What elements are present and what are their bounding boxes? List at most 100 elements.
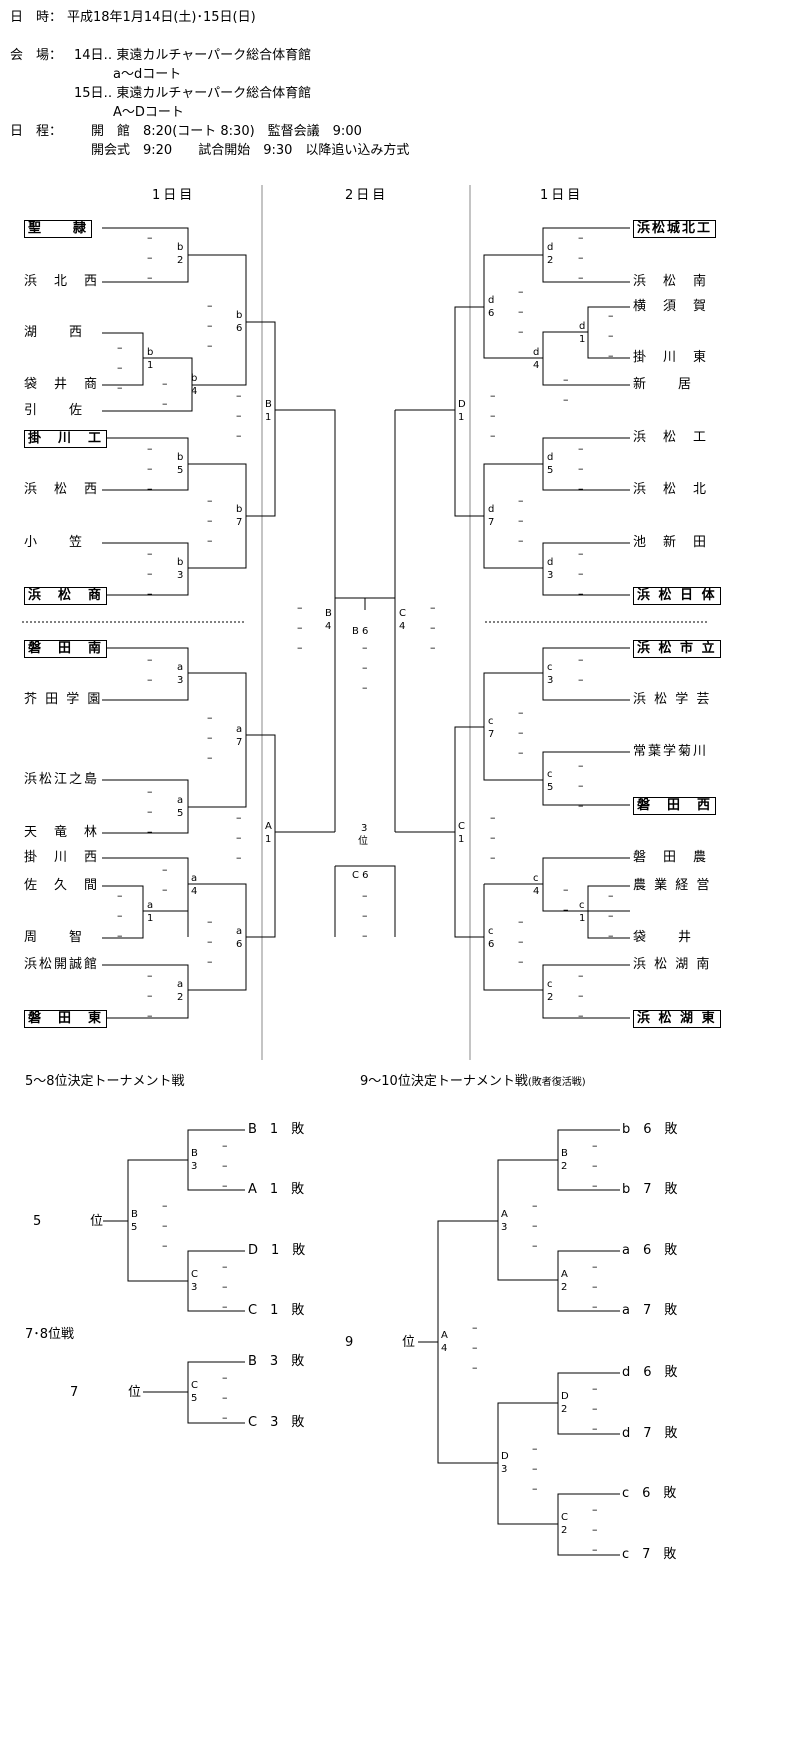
right-team: 浜 松 日 体	[633, 587, 721, 605]
seed-dash: –	[236, 851, 242, 864]
right-team: 浜 松 湖 南	[633, 957, 712, 972]
entry-9-10: c 7 敗	[622, 1547, 677, 1562]
entry-9-10: d 7 敗	[622, 1426, 678, 1441]
match-letter: B	[131, 1209, 138, 1220]
seed-dash: –	[592, 1260, 598, 1273]
seed-dash: –	[236, 831, 242, 844]
seed-dash: –	[207, 711, 213, 724]
seed-dash: –	[490, 831, 496, 844]
seed-dash: –	[236, 429, 242, 442]
seed-dash: –	[430, 641, 436, 654]
seed-dash: –	[362, 889, 368, 902]
seed-dash: –	[147, 547, 153, 560]
right-team: 池 新 田	[633, 535, 709, 550]
match-letter: d	[488, 504, 495, 515]
seed-dash: –	[207, 534, 213, 547]
fifth-place-number: 5	[33, 1214, 42, 1229]
left-team: 袋 井 商	[24, 377, 100, 392]
entry-9-10: a 6 敗	[622, 1243, 678, 1258]
seed-dash: –	[578, 779, 584, 792]
seed-dash: –	[518, 285, 524, 298]
seed-dash: –	[608, 309, 614, 322]
seed-dash: –	[608, 889, 614, 902]
seed-dash: –	[162, 1219, 168, 1232]
match-number: 4	[441, 1343, 448, 1354]
seed-dash: –	[117, 341, 123, 354]
seed-dash: –	[362, 661, 368, 674]
seed-dash: –	[578, 759, 584, 772]
seed-dash: –	[147, 587, 153, 600]
seed-dash: –	[207, 494, 213, 507]
match-letter: c	[488, 716, 494, 727]
match-letter: A	[561, 1269, 568, 1280]
seed-dash: –	[147, 567, 153, 580]
entry-9-10: b 6 敗	[622, 1122, 678, 1137]
match-letter: c	[579, 900, 585, 911]
seed-dash: –	[532, 1219, 538, 1232]
left-team: 小 笠	[24, 535, 85, 550]
match-letter: b	[236, 504, 243, 515]
right-team: 磐 田 農	[633, 850, 709, 865]
seed-dash: –	[490, 409, 496, 422]
seed-dash: –	[563, 883, 569, 896]
match-letter: B	[325, 608, 332, 619]
seed-dash: –	[578, 693, 584, 706]
seed-dash: –	[592, 1503, 598, 1516]
match-letter: C	[458, 821, 465, 832]
seed-dash: –	[578, 251, 584, 264]
match-letter: b	[236, 310, 243, 321]
seed-dash: –	[490, 811, 496, 824]
seed-dash: –	[430, 601, 436, 614]
seventh-place-label: 位	[128, 1385, 142, 1400]
match-letter: C	[561, 1512, 568, 1523]
match-letter: a	[177, 795, 184, 806]
match-number: 1	[147, 360, 154, 371]
seed-dash: –	[362, 681, 368, 694]
left-team: 浜松江之島	[24, 772, 100, 787]
seed-dash: –	[608, 349, 614, 362]
fifth-place-label: 位	[90, 1214, 104, 1229]
seed-dash: –	[207, 955, 213, 968]
left-team: 聖 隷	[24, 220, 93, 238]
ninth-place-number: 9	[345, 1335, 354, 1350]
match-letter: B	[265, 399, 272, 410]
seed-dash: –	[117, 929, 123, 942]
schedule-line-2: 開会式 9:20 試合開始 9:30 以降追い込み方式	[91, 143, 410, 158]
left-team: 芥 田 学 園	[24, 692, 103, 707]
seed-dash: –	[518, 305, 524, 318]
seed-dash: –	[362, 641, 368, 654]
seed-dash: –	[518, 955, 524, 968]
right-team: 袋 井	[633, 930, 694, 945]
left-team: 佐 久 間	[24, 878, 100, 893]
match-number: 7	[488, 517, 495, 528]
schedule-line-1: 開 館 8:20(コート 8:30) 監督会議 9:00	[91, 124, 362, 139]
seed-dash: –	[490, 429, 496, 442]
seed-dash: –	[472, 1361, 478, 1374]
venue-label: 会 場：	[10, 48, 63, 63]
seed-dash: –	[147, 1009, 153, 1022]
seed-dash: –	[578, 799, 584, 812]
seed-dash: –	[222, 1411, 228, 1424]
entry-5-8: D 1 敗	[248, 1243, 306, 1258]
left-team: 掛 川 工	[24, 430, 108, 448]
seed-dash: –	[207, 319, 213, 332]
seed-dash: –	[147, 231, 153, 244]
match-number: 1	[579, 334, 586, 345]
match-letter: b	[177, 557, 184, 568]
seed-dash: –	[162, 883, 168, 896]
match-number: 4	[191, 386, 198, 397]
seed-dash: –	[518, 746, 524, 759]
